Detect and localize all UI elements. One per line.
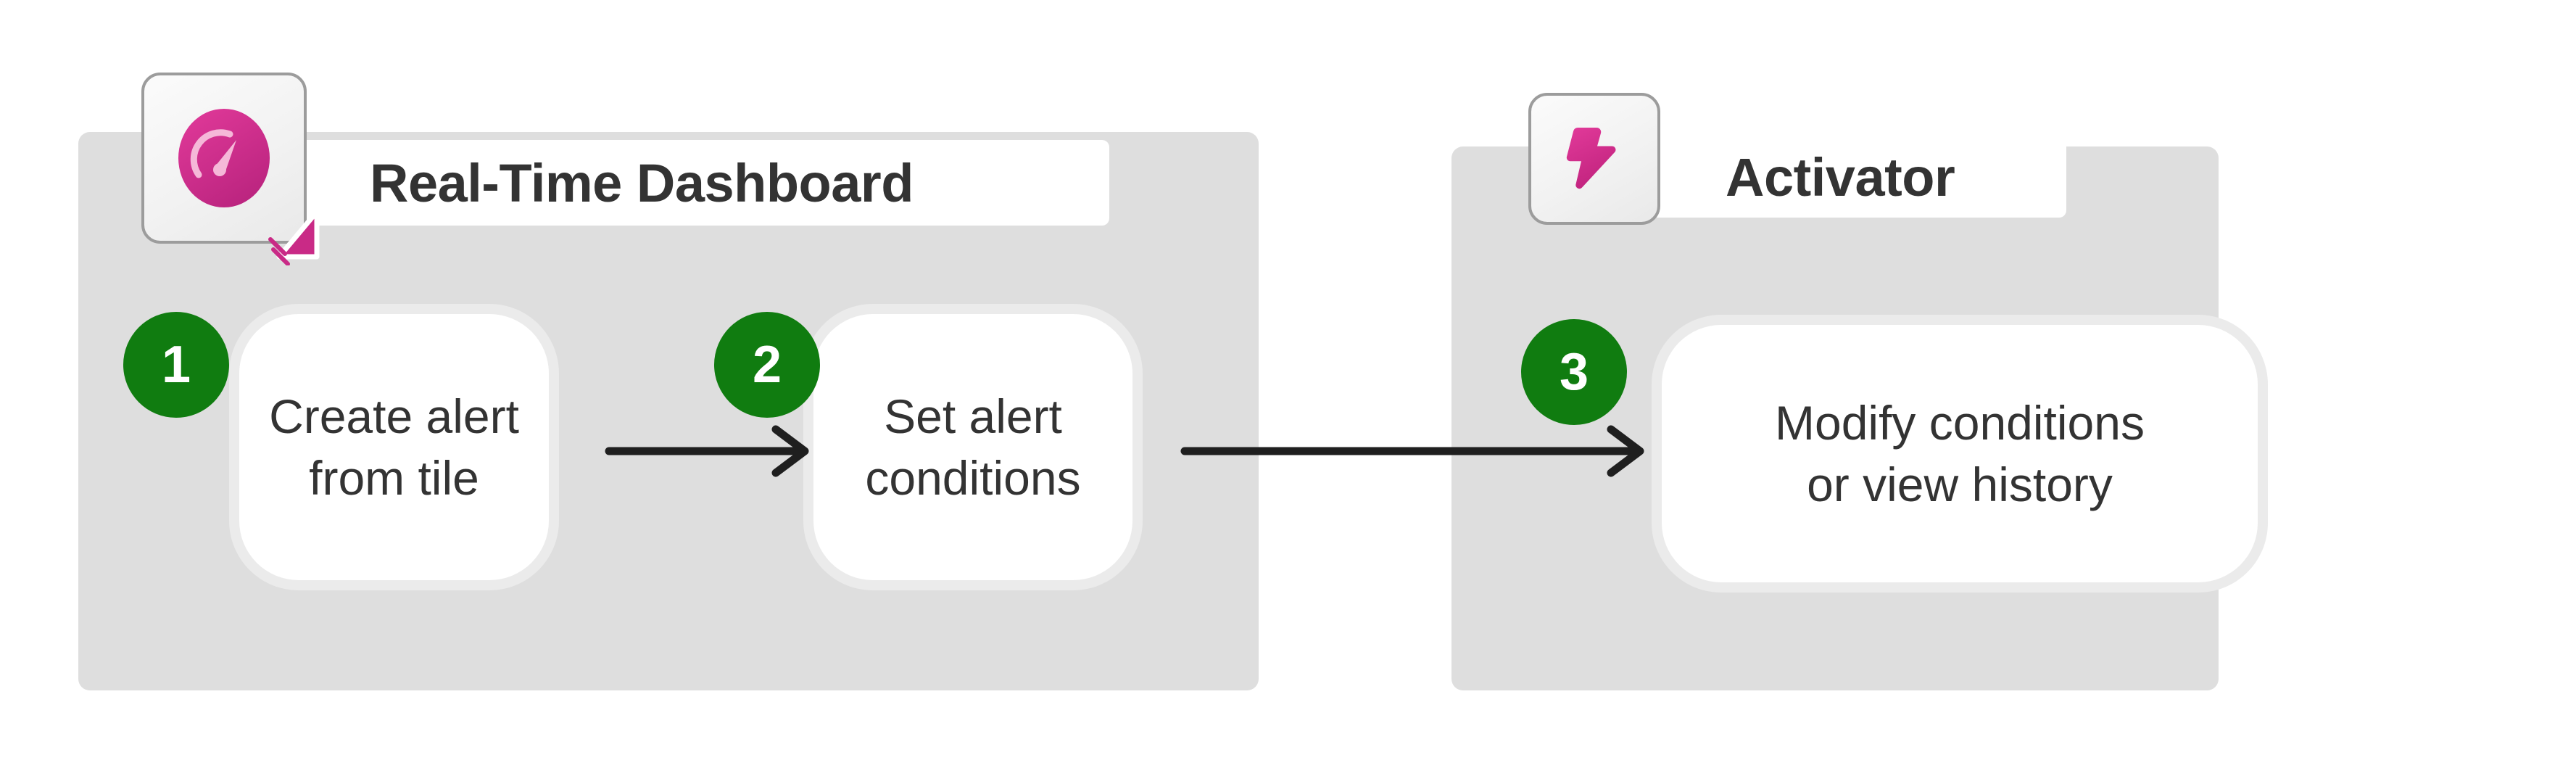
step-box-label-line1: Create alert: [269, 389, 519, 444]
step-box-modify-conditions-or-view-history[interactable]: Modify conditions or view history: [1662, 325, 2258, 582]
gauge-icon: [178, 109, 270, 207]
step-box-label-line2: from tile: [309, 450, 479, 505]
step-badge-number: 1: [161, 336, 191, 394]
group-title-label: Activator: [1726, 146, 1955, 207]
step-badge-2: 2: [714, 312, 820, 418]
lightning-bolt-icon: [1566, 127, 1616, 189]
step-box-label: Set alert conditions: [846, 386, 1099, 508]
step-box-label-line1: Set alert: [884, 389, 1062, 444]
step-badge-1: 1: [123, 312, 229, 418]
app-tile-real-time-dashboard[interactable]: [141, 73, 320, 265]
step-box-label-line2: conditions: [865, 450, 1081, 505]
step-badge-number: 2: [752, 336, 782, 394]
step-box-set-alert-conditions[interactable]: Set alert conditions: [813, 314, 1132, 580]
step-badge-number: 3: [1559, 343, 1589, 401]
step-box-label-line1: Modify conditions: [1775, 396, 2145, 450]
step-box-label: Modify conditions or view history: [1756, 392, 2163, 515]
connector-arrow-2: [1180, 425, 1644, 477]
step-box-label: Create alert from tile: [250, 386, 538, 508]
connector-arrow-1: [605, 425, 809, 477]
group-title-label: Real-Time Dashboard: [370, 152, 914, 213]
step-box-create-alert-from-tile[interactable]: Create alert from tile: [239, 314, 549, 580]
group-title-real-time-dashboard: Real-Time Dashboard: [167, 140, 1109, 226]
step-badge-3: 3: [1521, 319, 1627, 425]
step-box-label-line2: or view history: [1807, 457, 2113, 511]
app-tile-activator[interactable]: [1528, 93, 1660, 225]
